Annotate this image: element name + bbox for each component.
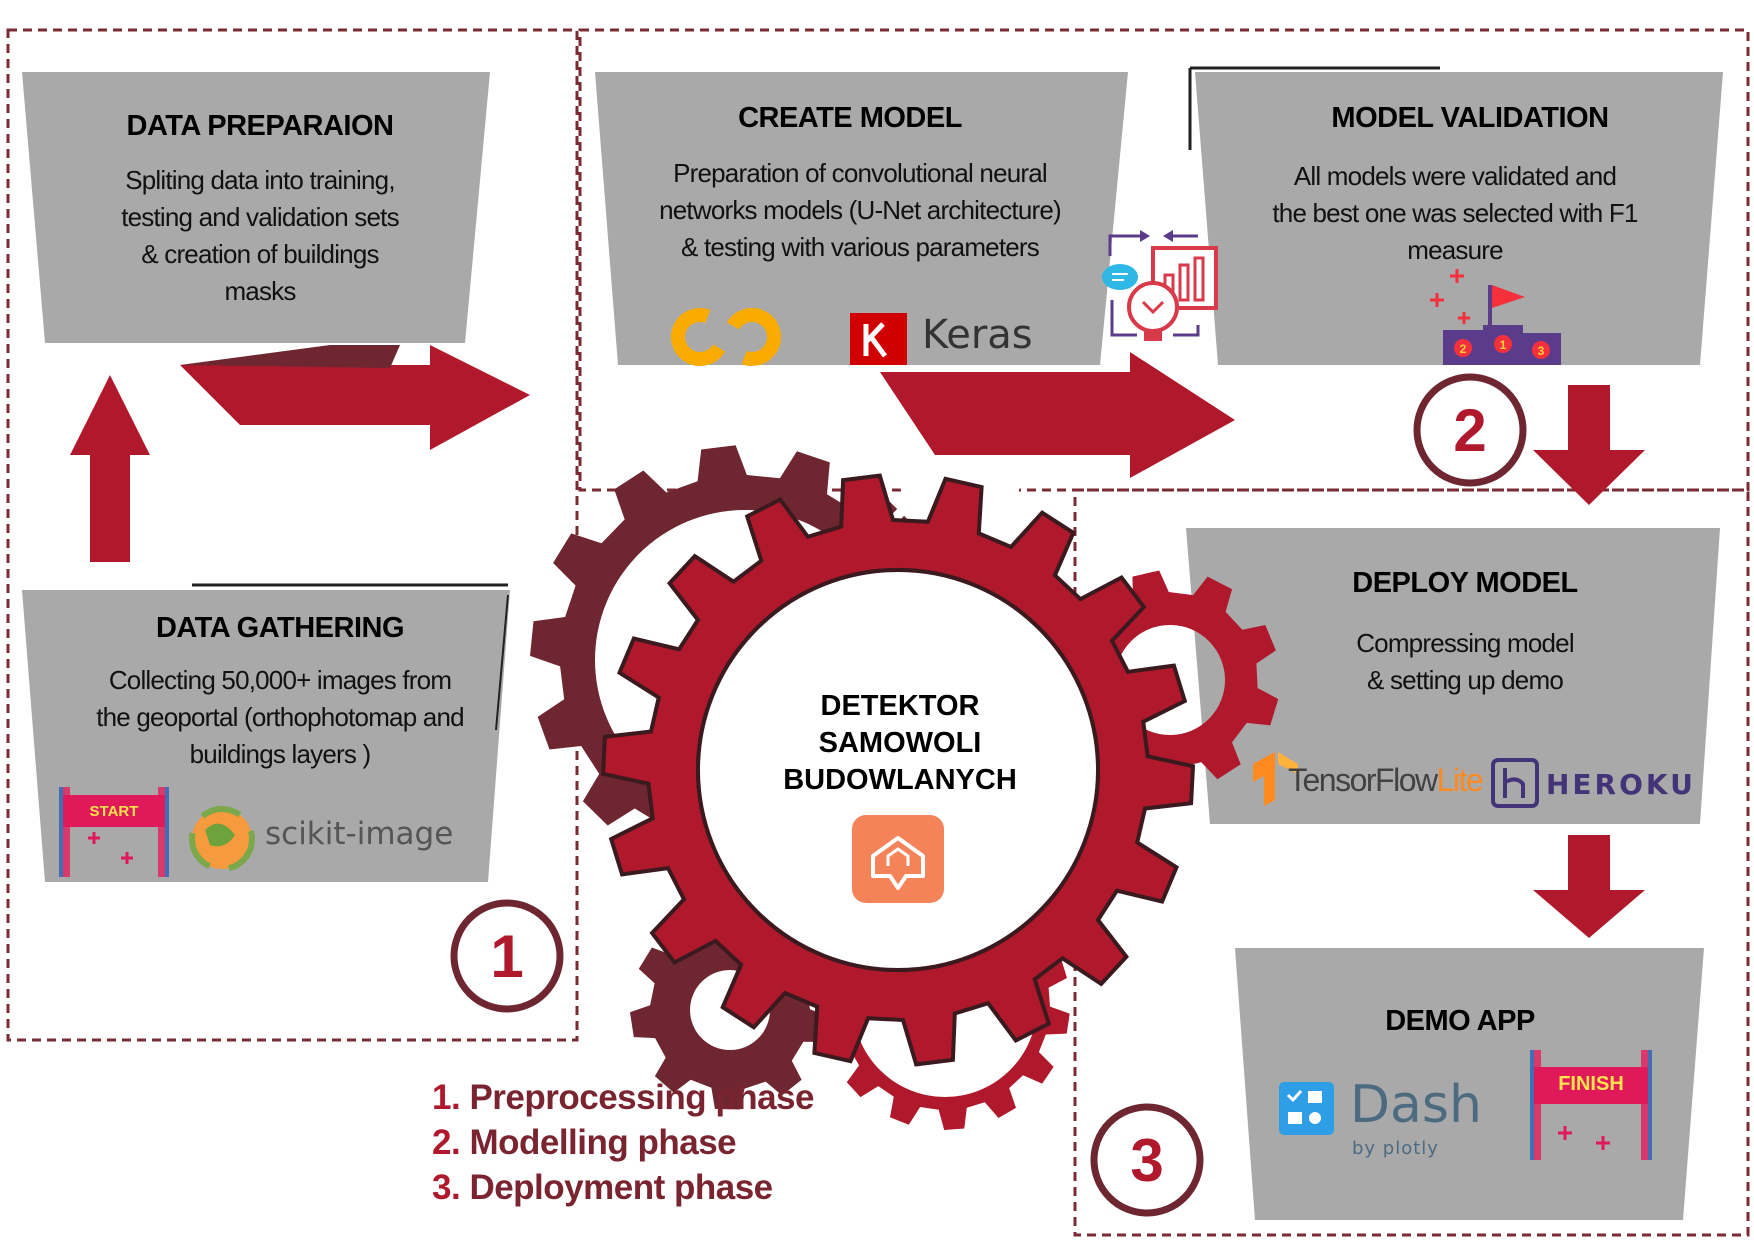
center-title-line: BUDOWLANYCH — [783, 764, 1017, 796]
legend-number: 2. — [432, 1123, 461, 1162]
arrow-up — [70, 375, 150, 562]
desc-line: the geoportal (orthophotomap and — [96, 702, 464, 732]
start-label: START — [89, 803, 139, 820]
scikit-image-logo-text: scikit-image — [265, 816, 454, 852]
scikit-image-logo — [189, 806, 255, 872]
phase-3-border — [1073, 488, 1750, 1237]
desc-line: & setting up demo — [1367, 665, 1564, 695]
colab-logo — [671, 308, 781, 366]
heroku-logo — [1491, 758, 1539, 808]
dash-logo — [1279, 1082, 1334, 1135]
start-banner-icon — [59, 787, 169, 877]
card-model-validation-bg — [1195, 72, 1723, 365]
arrow-right-2 — [880, 352, 1235, 478]
card-create-model-description: Preparation of convolutional neural netw… — [605, 155, 1115, 266]
keras-logo — [850, 313, 907, 365]
svg-text:3: 3 — [1538, 344, 1545, 358]
desc-line: the best one was selected with F1 — [1272, 198, 1638, 228]
tensorflow-lite-word: Lite — [1436, 762, 1484, 798]
legend-text: Deployment phase — [469, 1168, 773, 1207]
card-model-validation-title: MODEL VALIDATION — [1331, 102, 1609, 134]
desc-line: networks models (U-Net architecture) — [659, 195, 1062, 225]
legend-text: Preprocessing phase — [469, 1078, 814, 1117]
card-deploy-model-title: DEPLOY MODEL — [1352, 567, 1578, 599]
dash-byplotly-text: by plotly — [1352, 1138, 1439, 1159]
desc-line: Preparation of convolutional neural — [673, 158, 1048, 188]
card-deploy-model-bg — [1186, 528, 1720, 824]
idea-cycle-icon — [1102, 230, 1218, 341]
svg-text:2: 2 — [1460, 342, 1467, 356]
desc-line: Spliting data into training, — [125, 165, 395, 195]
center-title: DETEKTOR SAMOWOLI BUDOWLANYCH — [730, 688, 1070, 799]
desc-line: Compressing model — [1356, 628, 1574, 658]
finish-banner-icon — [1530, 1050, 1652, 1160]
desc-line: masks — [224, 276, 296, 306]
phase-1-circle — [450, 899, 564, 1013]
tensorflow-word: TensorFlow — [1288, 762, 1438, 798]
legend-phase-1: 1. Preprocessing phase — [432, 1078, 814, 1118]
podium-icon: 2 1 3 — [1430, 269, 1561, 365]
phase-2-border — [578, 28, 1750, 492]
desc-line: & testing with various parameters — [681, 232, 1040, 262]
arrow-down-1 — [1533, 385, 1645, 505]
desc-line: Collecting 50,000+ images from — [108, 665, 452, 695]
phase-3-circle — [1090, 1103, 1204, 1217]
dash-logo-text: Dash — [1350, 1075, 1482, 1135]
phase-2-circle — [1413, 373, 1527, 487]
legend-number: 1. — [432, 1078, 461, 1117]
center-title-line: DETEKTOR — [820, 690, 980, 722]
legend-phase-3: 3. Deployment phase — [432, 1168, 773, 1208]
card-create-model-title: CREATE MODEL — [738, 102, 962, 134]
phase-1-number: 1 — [490, 923, 524, 990]
card-data-preparation-description: Spliting data into training, testing and… — [45, 162, 475, 310]
desc-line: buildings layers ) — [189, 739, 372, 769]
center-title-line: SAMOWOLI — [818, 727, 982, 759]
card-model-validation-description: All models were validated and the best o… — [1220, 158, 1690, 269]
card-create-model-bg — [595, 72, 1128, 365]
app-location-icon — [852, 815, 944, 903]
finish-label: FINISH — [1558, 1073, 1624, 1095]
card-data-preparation-title: DATA PREPARAION — [126, 110, 394, 142]
legend-text: Modelling phase — [469, 1123, 737, 1162]
phase-3-number: 3 — [1130, 1127, 1164, 1194]
phase-1-border — [6, 28, 579, 1042]
gears-group — [530, 445, 1279, 1130]
gear-center-disc — [696, 568, 1100, 972]
keras-logo-text: Keras — [922, 312, 1033, 358]
heroku-logo-text: HEROKU — [1546, 768, 1696, 801]
legend-phase-2: 2. Modelling phase — [432, 1123, 737, 1163]
svg-text:1: 1 — [1500, 338, 1507, 352]
card-data-gathering-title: DATA GATHERING — [155, 612, 405, 644]
card-demo-app-bg — [1235, 948, 1704, 1220]
tensorflow-logo-text: TensorFlowLite — [1288, 762, 1484, 799]
card-data-gathering-description: Collecting 50,000+ images from the geopo… — [45, 662, 515, 773]
desc-line: testing and validation sets — [121, 202, 399, 232]
card-deploy-model-description: Compressing model & setting up demo — [1225, 625, 1705, 699]
legend-number: 3. — [432, 1168, 461, 1207]
tensorflow-logo — [1253, 752, 1298, 806]
card-demo-app-title: DEMO APP — [1385, 1005, 1535, 1037]
arrow-down-2 — [1533, 835, 1645, 938]
card-data-preparation-bg — [22, 72, 490, 343]
phase-2-number: 2 — [1453, 397, 1487, 464]
desc-line: All models were validated and — [1293, 161, 1617, 191]
arrow-right-1 — [180, 345, 530, 450]
desc-line: measure — [1407, 235, 1503, 265]
desc-line: & creation of buildings — [141, 239, 379, 269]
